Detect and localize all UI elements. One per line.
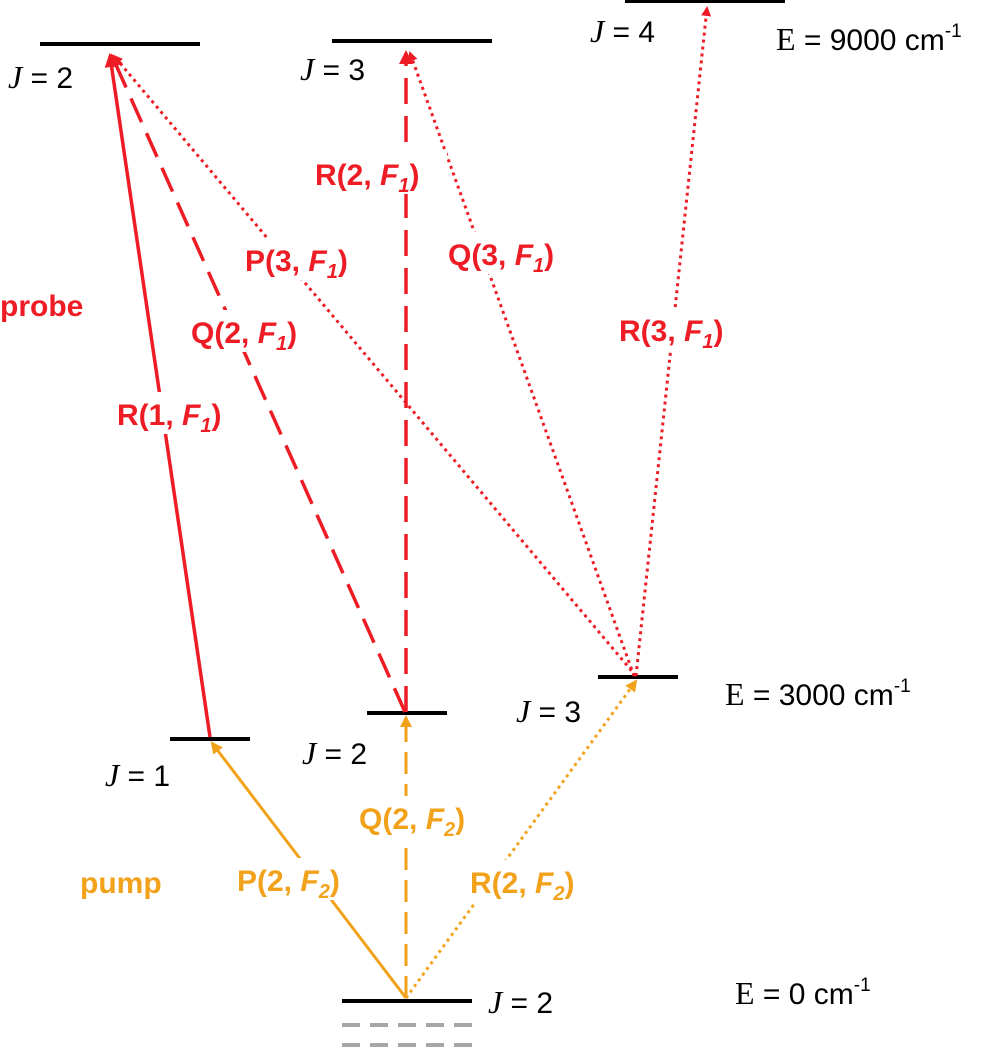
label-q2f2: Q(2, F2) [359,803,465,841]
label-r1f1: R(1, F1) [117,399,221,437]
arrow-p3f1 [112,54,638,677]
label-p3f1: P(3, F1) [245,245,348,283]
energy-levels [40,0,785,1003]
label-p2f2: P(2, F2) [237,865,340,903]
label-mid-j1: J = 1 [105,757,170,793]
label-upper-j3: J = 3 [300,51,365,87]
probe-label: probe [0,290,83,323]
label-energy-0: E = 0 cm-1 [735,975,871,1011]
label-r3f1: R(3, F1) [619,315,723,353]
label-upper-j4: J = 4 [590,13,655,49]
label-upper-j2: J = 2 [8,59,73,95]
pump-label: pump [80,867,162,900]
label-q3f1: Q(3, F1) [448,239,554,277]
label-r2f2: R(2, F2) [470,867,574,905]
label-mid-j2: J = 2 [302,735,367,771]
label-r2f1: R(2, F1) [315,159,419,197]
arrow-r2f2 [404,679,638,999]
label-ground-j2: J = 2 [488,984,553,1020]
label-backgrounds [113,152,751,902]
label-mid-j3: J = 3 [516,693,581,729]
arrow-q3f1 [408,51,636,677]
label-energy-9000: E = 9000 cm-1 [776,21,962,57]
probe-transitions [104,6,712,738]
arrow-q2f1 [110,53,407,713]
ghost-levels [342,1023,472,1047]
label-energy-3000: E = 3000 cm-1 [725,676,911,712]
label-q2f1: Q(2, F1) [191,317,297,355]
